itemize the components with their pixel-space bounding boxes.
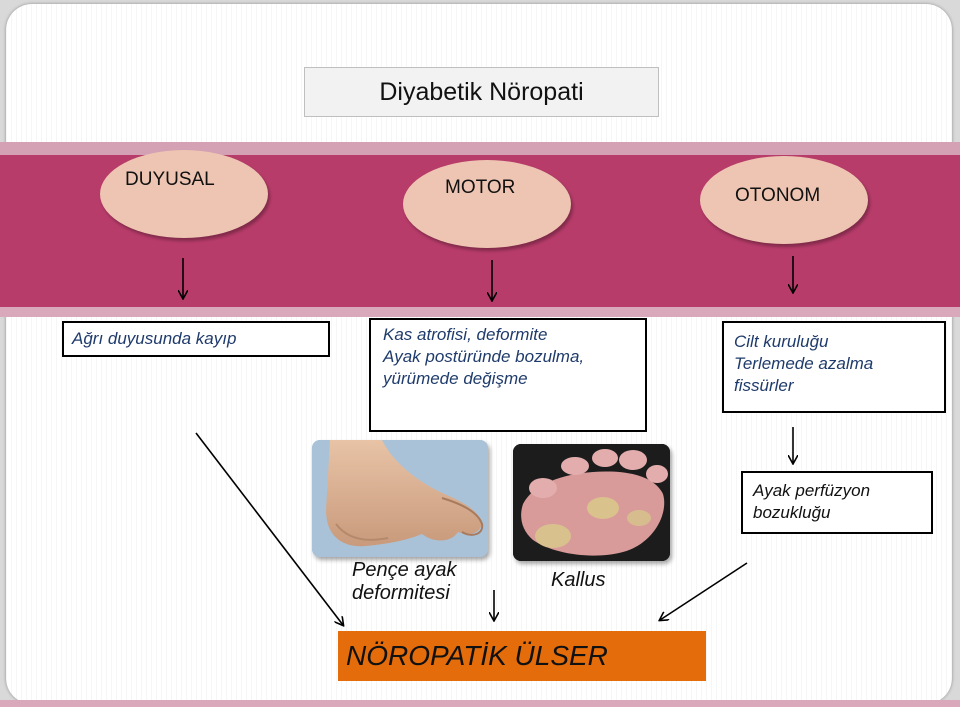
result-text: NÖROPATİK ÜLSER xyxy=(346,640,608,671)
callus-photo xyxy=(513,444,670,561)
caption-callus: Kallus xyxy=(551,569,605,592)
sensory-effect-line-1: Ağrı duyusunda kayıp xyxy=(72,329,237,348)
motor-effect-line-2: Ayak postüründe bozulma, xyxy=(383,347,585,366)
autonomic-effect-line-2: Terlemede azalma xyxy=(734,354,874,373)
box-autonomic-effects: Cilt kuruluğu Terlemede azalma fissürler xyxy=(722,321,946,413)
caption-claw-foot-line-1: Pençe ayak xyxy=(352,559,457,581)
band-top-stripe xyxy=(0,142,960,155)
caption-callus-text: Kallus xyxy=(551,569,606,591)
claw-foot-photo xyxy=(312,440,488,557)
caption-claw-foot-line-2: deformitesi xyxy=(352,582,450,604)
claw-foot-illustration xyxy=(312,440,488,557)
callus-illustration xyxy=(513,444,670,561)
oval-autonomic-label: OTONOM xyxy=(735,185,821,206)
band-bottom-stripe xyxy=(0,307,960,317)
perfusion-line-2: bozukluğu xyxy=(753,503,831,522)
box-motor-effects: Kas atrofisi, deformite Ayak postüründe … xyxy=(369,318,647,432)
motor-effect-line-3: yürümede değişme xyxy=(383,369,528,388)
autonomic-effect-line-1: Cilt kuruluğu xyxy=(734,332,829,351)
box-sensory-effect: Ağrı duyusunda kayıp xyxy=(62,321,330,357)
oval-sensory: DUYUSAL xyxy=(100,150,268,238)
perfusion-line-1: Ayak perfüzyon xyxy=(753,481,871,500)
autonomic-effect-line-3: fissürler xyxy=(734,376,794,395)
bottom-stripe xyxy=(0,700,960,707)
motor-effect-line-1: Kas atrofisi, deformite xyxy=(383,325,548,344)
oval-motor-label: MOTOR xyxy=(445,177,516,198)
result-box: NÖROPATİK ÜLSER xyxy=(338,631,706,681)
box-perfusion: Ayak perfüzyon bozukluğu xyxy=(741,471,933,534)
oval-sensory-label: DUYUSAL xyxy=(125,169,215,190)
page-title-text: Diyabetik Nöropati xyxy=(379,77,584,106)
oval-motor: MOTOR xyxy=(403,160,571,248)
page-title: Diyabetik Nöropati xyxy=(304,67,659,117)
caption-claw-foot: Pençe ayak deformitesi xyxy=(352,559,457,605)
oval-autonomic: OTONOM xyxy=(700,156,868,244)
